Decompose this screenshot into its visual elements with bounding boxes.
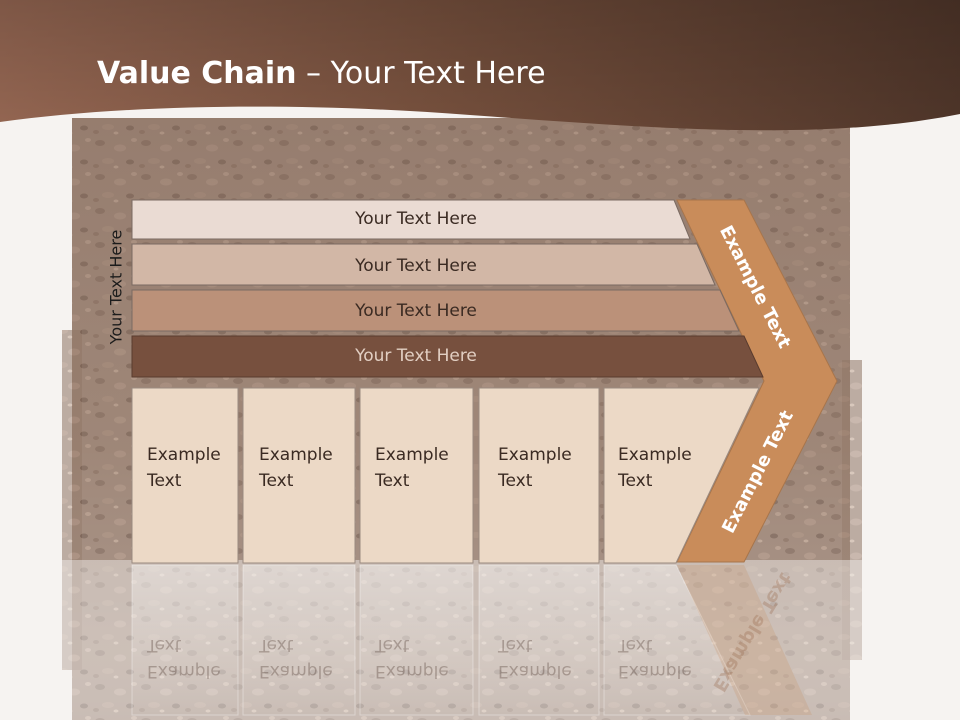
row-label-1: Your Text Here bbox=[355, 209, 477, 229]
column-box-5 bbox=[603, 387, 760, 564]
row-bar-3 bbox=[131, 289, 740, 332]
side-label: Your Text Here bbox=[106, 229, 126, 345]
title-rest: – Your Text Here bbox=[296, 56, 546, 91]
row-bar-1 bbox=[131, 199, 691, 240]
column-reflection-2-line-2: Text bbox=[259, 635, 294, 655]
column-reflection-1-line-1: Example bbox=[147, 661, 221, 681]
column-box-1 bbox=[131, 387, 239, 564]
row-label-2: Your Text Here bbox=[355, 256, 477, 276]
column-reflection-5: Example Text bbox=[618, 632, 718, 684]
column-reflection-4-line-1: Example bbox=[498, 661, 572, 681]
column-reflection-5-line-1: Example bbox=[618, 661, 692, 681]
row-bar-2 bbox=[131, 243, 716, 286]
chevron-arrow bbox=[676, 199, 838, 563]
row-label-4: Your Text Here bbox=[355, 346, 477, 366]
column-3-line-1: Example bbox=[375, 445, 449, 465]
row-label-3: Your Text Here bbox=[355, 301, 477, 321]
column-5-line-2: Text bbox=[618, 471, 653, 491]
slide-title: Value Chain – Your Text Here bbox=[97, 54, 546, 94]
header-band bbox=[0, 0, 960, 131]
column-reflection-3-line-1: Example bbox=[375, 661, 449, 681]
column-reflection-3-line-2: Text bbox=[375, 635, 410, 655]
column-4-line-2: Text bbox=[498, 471, 533, 491]
column-reflection-2: Example Text bbox=[259, 632, 359, 684]
column-reflection-4: Example Text bbox=[498, 632, 598, 684]
title-bold: Value Chain bbox=[97, 56, 297, 91]
column-box-2 bbox=[242, 387, 356, 564]
column-2-line-2: Text bbox=[259, 471, 294, 491]
column-1-line-1: Example bbox=[147, 445, 221, 465]
column-1-line-2: Text bbox=[147, 471, 182, 491]
column-reflection-1: Example Text bbox=[147, 632, 247, 684]
column-reflection-5-line-2: Text bbox=[618, 635, 653, 655]
row-bar-4 bbox=[131, 335, 764, 378]
column-box-3 bbox=[359, 387, 474, 564]
column-reflection-2-line-1: Example bbox=[259, 661, 333, 681]
column-reflection-3: Example Text bbox=[375, 632, 475, 684]
reflection bbox=[131, 564, 812, 716]
column-3-line-2: Text bbox=[375, 471, 410, 491]
column-4-line-1: Example bbox=[498, 445, 572, 465]
column-reflection-1-line-2: Text bbox=[147, 635, 182, 655]
column-2-line-1: Example bbox=[259, 445, 333, 465]
column-box-4 bbox=[478, 387, 600, 564]
column-reflection-4-line-2: Text bbox=[498, 635, 533, 655]
column-5-line-1: Example bbox=[618, 445, 692, 465]
